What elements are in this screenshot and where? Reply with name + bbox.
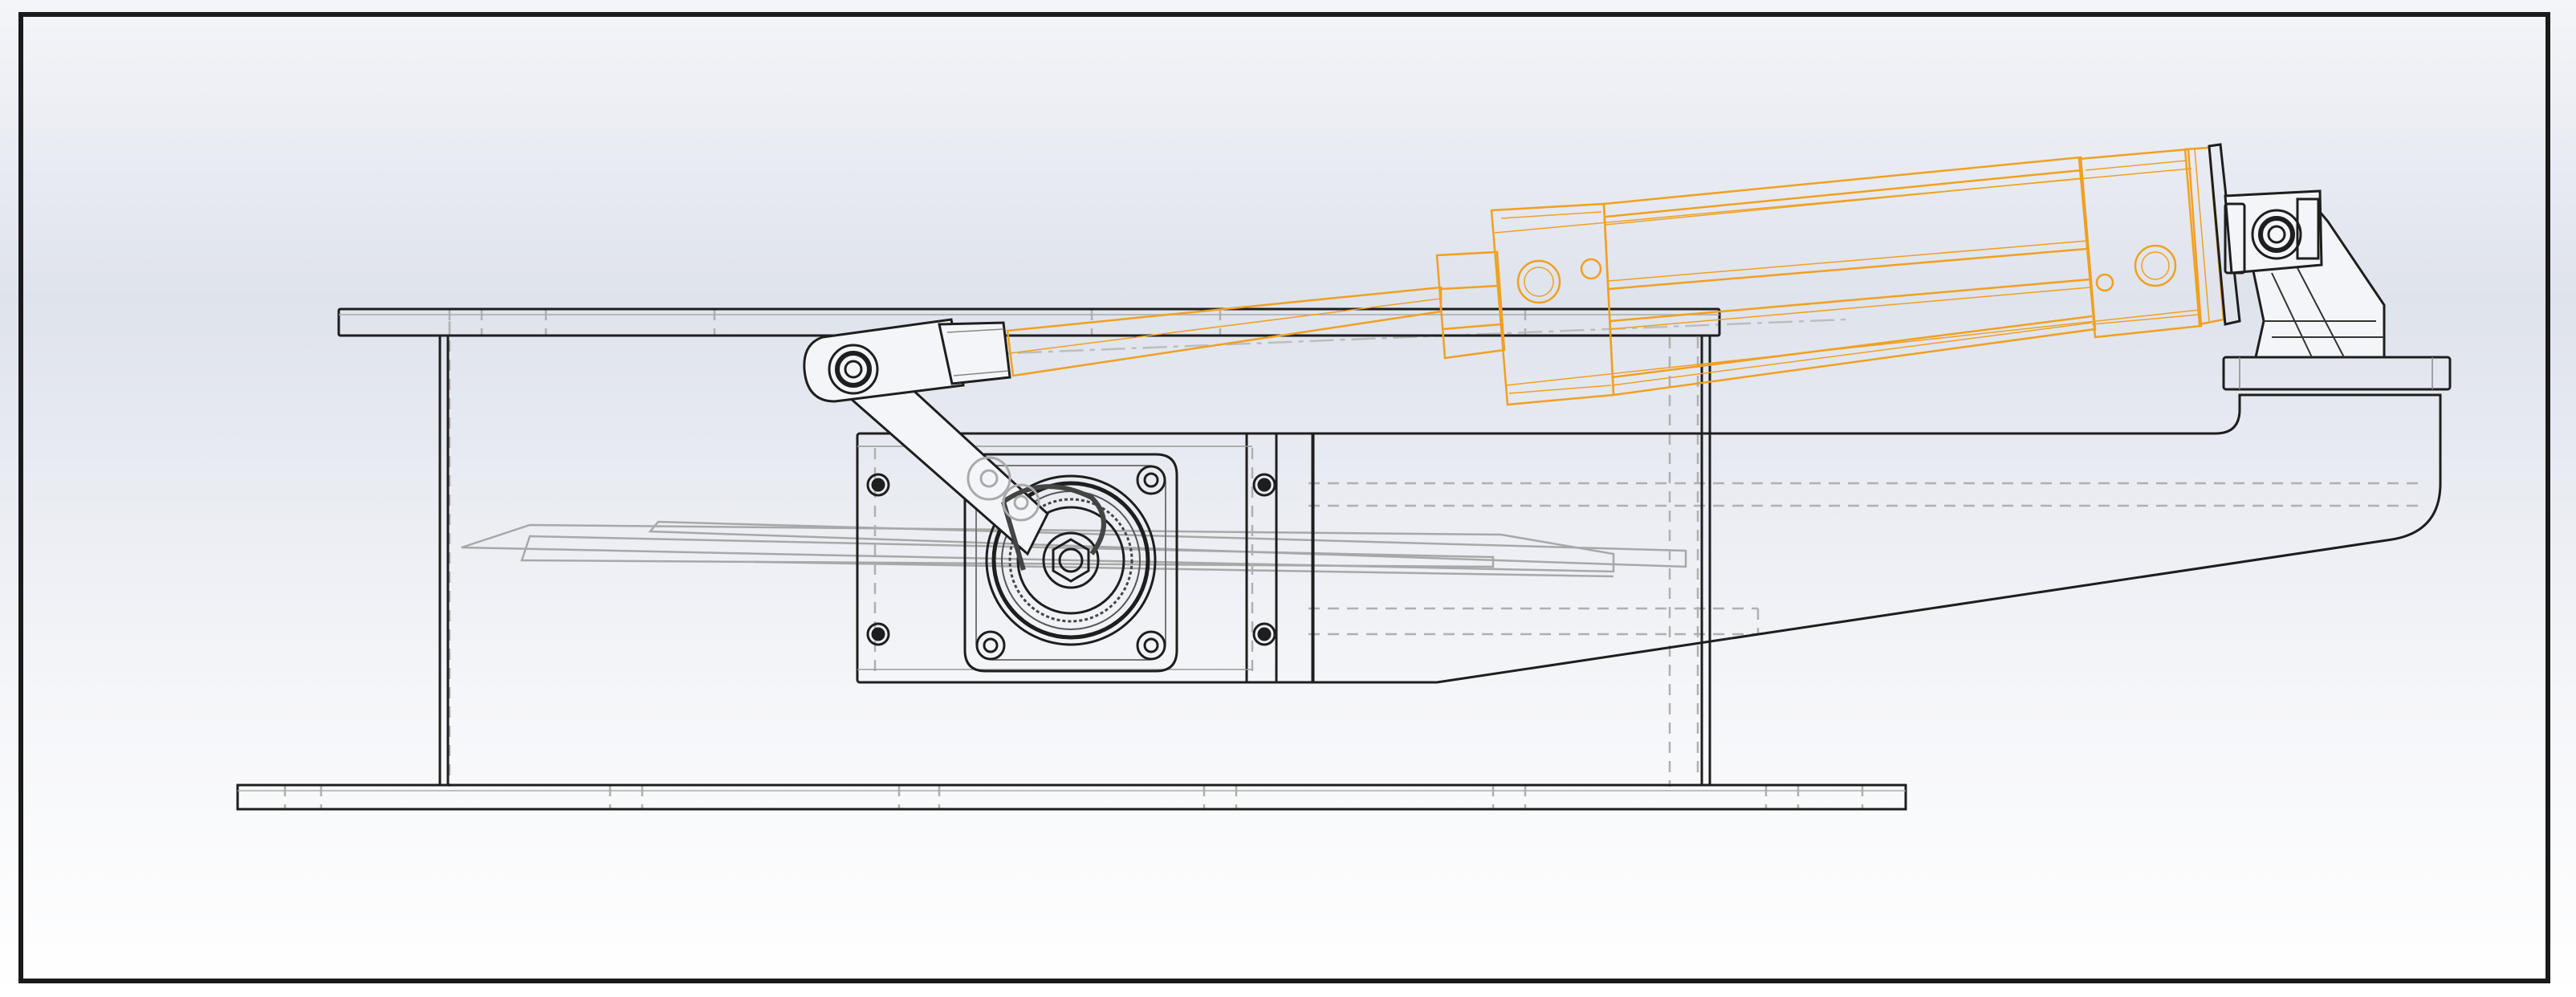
tapered-bracket <box>1311 393 2442 684</box>
hydraulic-cylinder[interactable] <box>1006 146 2225 406</box>
base-plate <box>236 783 1907 811</box>
viewport-frame <box>18 12 2550 983</box>
hidden-lines <box>283 309 2424 809</box>
rod-clevis[interactable] <box>803 318 1011 403</box>
swing-arm-hidden <box>461 520 1687 578</box>
top-plate <box>337 307 1721 337</box>
frame-edges <box>236 307 2452 811</box>
bearing-housing[interactable] <box>856 432 1315 684</box>
right-post <box>1700 336 1711 785</box>
left-post <box>438 336 450 785</box>
rear-clevis-mount[interactable] <box>2208 143 2386 359</box>
